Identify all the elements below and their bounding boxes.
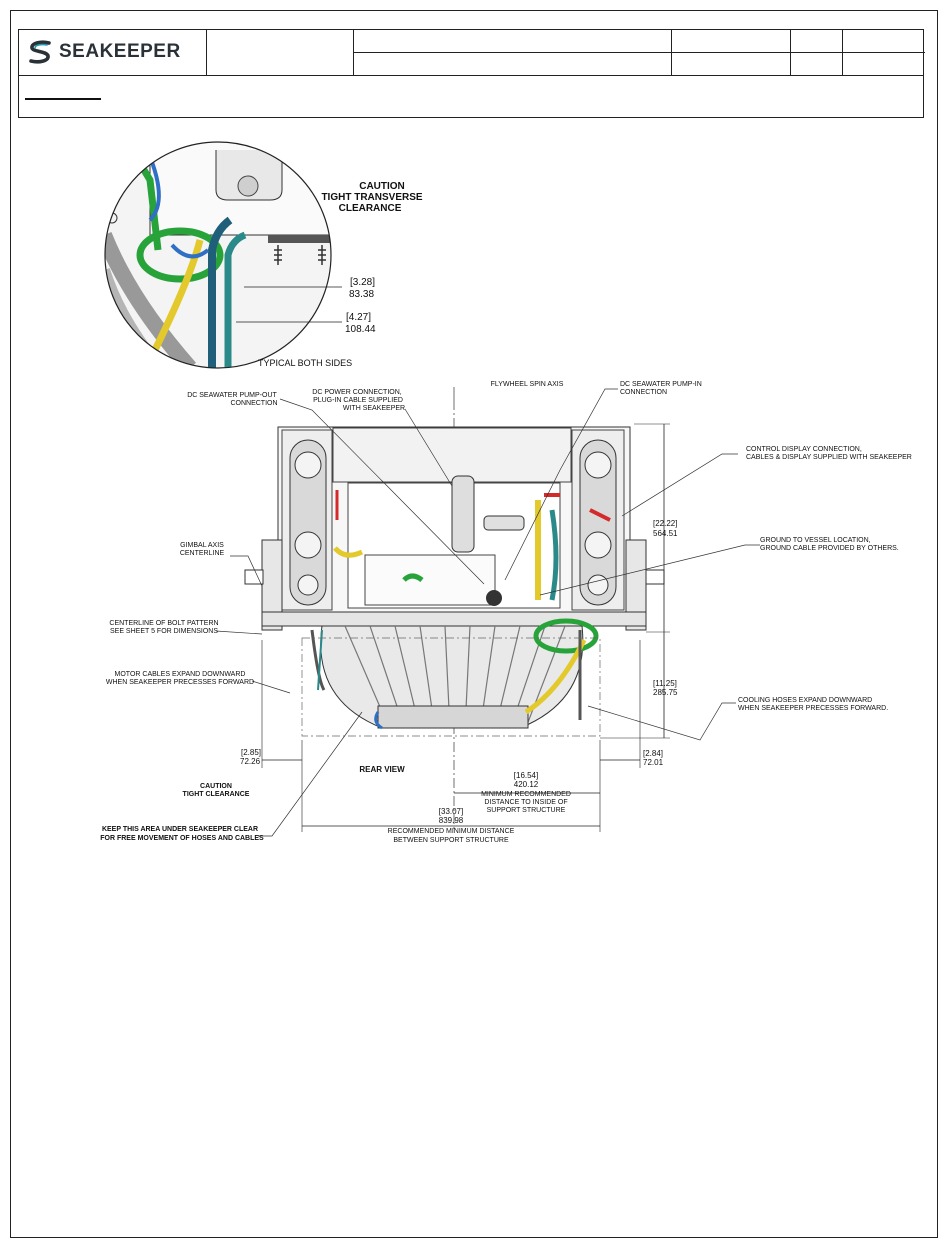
dim-half-note-line-2: DISTANCE TO INSIDE OF (484, 799, 567, 806)
callout-labels: DC SEAWATER PUMP-OUT CONNECTION DC POWER… (100, 381, 912, 842)
callout-caution-tight-line-2: TIGHT CLEARANCE (183, 791, 250, 798)
callout-bolt-pattern-line-1: CENTERLINE OF BOLT PATTERN (109, 620, 218, 627)
dim-right-clear-inches: [2.84] (643, 749, 663, 758)
leader-lines (215, 387, 760, 837)
logo-wordmark: SEAKEEPER (59, 41, 181, 62)
callout-bolt-pattern-line-2: SEE SHEET 5 FOR DIMENSIONS (110, 628, 218, 635)
detail-dim-a-mm: 83.38 (349, 289, 374, 300)
title-block: SEAKEEPER (18, 29, 925, 118)
detail-dim-b-mm: 108.44 (345, 324, 376, 335)
detail-view: CAUTION TIGHT TRANSVERSE CLEARANCE [3.28… (104, 141, 423, 369)
callout-cooling-hoses-line-1: COOLING HOSES EXPAND DOWNWARD (738, 697, 872, 704)
callout-motor-cables-line-1: MOTOR CABLES EXPAND DOWNWARD (115, 671, 246, 678)
dim-full-mm: 839.98 (439, 816, 464, 825)
dimension-labels: [22.22] 564.51 [11.25] 285.75 [2.85] 72.… (240, 519, 678, 844)
callout-ground-line-2: GROUND CABLE PROVIDED BY OTHERS. (760, 545, 899, 552)
title-cell-blank (207, 30, 354, 75)
detail-caption: TYPICAL BOTH SIDES (258, 358, 352, 368)
dim-right-clear-mm: 72.01 (643, 758, 664, 767)
detail-dim-b-inches: [4.27] (346, 312, 371, 323)
detail-dim-a-inches: [3.28] (350, 277, 375, 288)
dim-left-clear-mm: 72.26 (240, 757, 261, 766)
title-cell-number (672, 30, 791, 75)
dim-height-upper-inches: [22.22] (653, 519, 677, 528)
dim-left-clear-inches: [2.85] (241, 748, 261, 757)
callout-keep-clear-line-1: KEEP THIS AREA UNDER SEAKEEPER CLEAR (102, 826, 258, 833)
callout-dc-power-line-2: PLUG-IN CABLE SUPPLIED (313, 397, 403, 404)
title-block-underline (25, 98, 101, 100)
callout-control-display-line-1: CONTROL DISPLAY CONNECTION, (746, 446, 862, 453)
detail-caution-line-2: TIGHT TRANSVERSE (321, 192, 422, 203)
dim-full-note-line-1: RECOMMENDED MINIMUM DISTANCE (388, 828, 515, 835)
callout-control-display-line-2: CABLES & DISPLAY SUPPLIED WITH SEAKEEPER (746, 454, 912, 461)
dim-height-lower-inches: [11.25] (653, 679, 677, 688)
callout-ground-line-1: GROUND TO VESSEL LOCATION, (760, 537, 871, 544)
dim-height-upper-mm: 564.51 (653, 529, 678, 538)
callout-pump-out-line-2: CONNECTION (230, 400, 277, 407)
rear-view-assembly (244, 400, 670, 832)
callout-motor-cables-line-2: WHEN SEAKEEPER PRECESSES FORWARD (106, 679, 254, 686)
title-cell-main (354, 30, 672, 75)
detail-caution-line-3: CLEARANCE (339, 203, 402, 214)
dim-full-note-line-2: BETWEEN SUPPORT STRUCTURE (393, 837, 509, 844)
callout-caution-tight-line-1: CAUTION (200, 783, 232, 790)
dim-half-inches: [16.54] (514, 771, 538, 780)
callout-gimbal-line-2: CENTERLINE (180, 550, 225, 557)
seakeeper-logo-icon (29, 40, 51, 64)
callout-pump-in-line-2: CONNECTION (620, 389, 667, 396)
callout-keep-clear-line-2: FOR FREE MOVEMENT OF HOSES AND CABLES (100, 835, 264, 842)
detail-caution-line-1: CAUTION (359, 181, 405, 192)
dim-half-note-line-1: MINIMUM RECOMMENDED (481, 791, 571, 798)
drawing-border (10, 10, 938, 1238)
seakeeper-logo: SEAKEEPER (27, 39, 181, 65)
dim-half-note-line-3: SUPPORT STRUCTURE (487, 807, 566, 814)
callout-flywheel-axis: FLYWHEEL SPIN AXIS (491, 381, 564, 388)
callout-cooling-hoses-line-2: WHEN SEAKEEPER PRECESSES FORWARD. (738, 705, 888, 712)
dim-full-inches: [33.07] (439, 807, 463, 816)
callout-dc-power-line-1: DC POWER CONNECTION, (312, 389, 402, 396)
callout-pump-out-line-1: DC SEAWATER PUMP-OUT (187, 392, 277, 399)
logo-cell: SEAKEEPER (19, 30, 207, 75)
callout-dc-power-line-3: WITH SEAKEEPER (343, 405, 405, 412)
callout-gimbal-line-1: GIMBAL AXIS (180, 542, 224, 549)
title-block-header-row: SEAKEEPER (19, 30, 925, 76)
title-cell-sheet (843, 30, 925, 75)
dim-height-lower-mm: 285.75 (653, 688, 678, 697)
view-label: REAR VIEW (359, 765, 405, 774)
dim-half-mm: 420.12 (514, 780, 539, 789)
callout-pump-in-line-1: DC SEAWATER PUMP-IN (620, 381, 702, 388)
title-cell-rev (791, 30, 843, 75)
